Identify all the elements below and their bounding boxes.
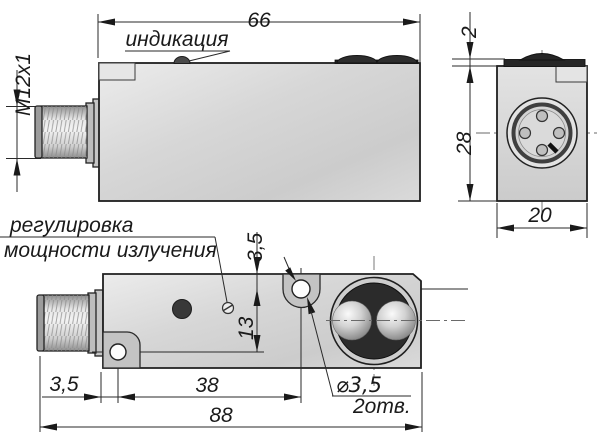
- connector-cap: [34, 105, 43, 159]
- arrow-right-icon: [403, 18, 420, 26]
- hole-diameter-callout: ⌀3,5 2отв.: [283, 256, 411, 418]
- pin-1: [535, 109, 549, 123]
- adjust-label-line1: регулировка: [9, 214, 133, 237]
- body-notch-end: [555, 65, 588, 83]
- thread-spec-text: M12x1: [12, 53, 35, 116]
- hole-count-text: 2отв.: [352, 395, 411, 418]
- side-view: 66 M12x1: [6, 9, 421, 202]
- pin-4: [535, 143, 549, 157]
- dim-3-5v-text: 3,5: [244, 232, 267, 262]
- arrow-up-icon: [13, 158, 21, 176]
- arrow-down-icon: [13, 89, 21, 107]
- lens-assembly: [329, 276, 419, 366]
- connector-face: [506, 97, 578, 169]
- pin-3: [552, 126, 566, 140]
- lens-profile-side: [334, 55, 419, 64]
- dim-13: 13: [235, 316, 261, 352]
- sensor-body-side: [98, 62, 421, 202]
- connector-side: [34, 98, 102, 168]
- dim-38-text: 38: [195, 374, 219, 397]
- dim-28: 28: [453, 131, 497, 202]
- adjust-label-line2: мощности излучения: [4, 239, 217, 262]
- dim-28-text: 28: [453, 131, 476, 156]
- dim-3-5h-text: 3,5: [49, 373, 79, 396]
- sensor-dot: [172, 299, 192, 319]
- connector-bottom: [36, 289, 104, 357]
- indication-callout: индикация: [125, 28, 231, 62]
- dim-2: 2: [452, 12, 505, 201]
- dim-88-text: 88: [209, 404, 233, 427]
- adjustment-screw: [221, 301, 235, 315]
- dim-m12x1: M12x1: [6, 53, 41, 192]
- pin-2: [518, 126, 532, 140]
- mount-hole-bottom: [109, 343, 127, 361]
- connector-key-mark: [547, 142, 559, 154]
- led-indicator-dome: [173, 56, 191, 64]
- indication-label: индикация: [125, 28, 228, 51]
- dim-20-text: 20: [527, 204, 552, 227]
- dim-20: 20: [496, 203, 588, 238]
- dim-2-text: 2: [458, 26, 481, 39]
- dim-66: 66: [97, 9, 421, 62]
- lens-profile-end: [503, 53, 586, 67]
- dim-3-5-vertical: 3,5: [244, 232, 283, 352]
- dim-bottom-chain: 3,5 38 88: [39, 356, 423, 432]
- dim-13-text: 13: [235, 316, 258, 340]
- dim-66-text: 66: [247, 9, 271, 32]
- end-view: 2 28 20: [452, 12, 597, 238]
- adjustment-callout: регулировка мощности излучения: [0, 214, 228, 303]
- bottom-view: регулировка мощности излучения 3,5 13 ⌀3…: [0, 214, 468, 432]
- connector-insert: [518, 109, 566, 157]
- body-notch-side: [98, 62, 136, 81]
- hole-diameter-text: ⌀3,5: [336, 373, 382, 397]
- mount-hole-top: [291, 279, 311, 299]
- arrow-left-icon: [98, 18, 115, 26]
